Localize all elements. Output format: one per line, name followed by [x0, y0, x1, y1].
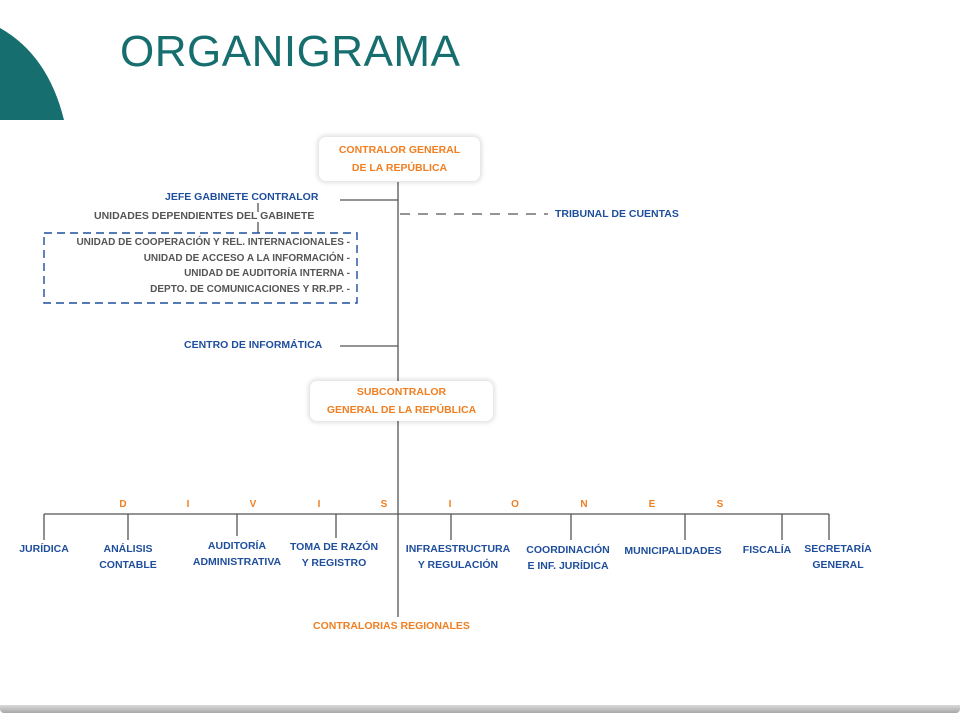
division-line1: JURÍDICA [19, 543, 69, 555]
subcontralor-line2: GENERAL DE LA REPÚBLICA [326, 404, 477, 416]
division-line1: INFRAESTRUCTURA [405, 543, 511, 555]
division-line2: ADMINISTRATIVA [192, 556, 282, 568]
tribunal-label: TRIBUNAL DE CUENTAS [555, 208, 679, 220]
divisiones-letter: O [511, 499, 519, 510]
division-line2: E INF. JURÍDICA [527, 560, 609, 572]
subcontralor-box: SUBCONTRALOR GENERAL DE LA REPÚBLICA [310, 381, 493, 421]
division-line1: COORDINACIÓN [526, 544, 610, 556]
divisiones-letter: D [119, 499, 127, 510]
division-fiscalia: FISCALÍA [735, 542, 799, 558]
division-auditoria-administrativa: AUDITORÍA ADMINISTRATIVA [182, 538, 292, 570]
division-juridica: JURÍDICA [4, 541, 84, 557]
division-infraestructura: INFRAESTRUCTURA Y REGULACIÓN [399, 541, 517, 573]
contralor-line2: DE LA REPÚBLICA [351, 162, 448, 174]
divisiones-letter: I [448, 499, 452, 510]
division-toma-de-razon: TOMA DE RAZÓN Y REGISTRO [279, 539, 389, 571]
divisiones-letter: I [186, 499, 190, 510]
centro-informatica-label: CENTRO DE INFORMÁTICA [184, 339, 323, 351]
unidad-item-1: UNIDAD DE COOPERACIÓN Y REL. INTERNACION… [76, 237, 350, 248]
divisiones-letter: S [716, 499, 724, 510]
division-municipalidades: MUNICIPALIDADES [616, 543, 730, 559]
corner-decoration [0, 28, 64, 120]
unidad-item-4: DEPTO. DE COMUNICACIONES Y RR.PP. - [150, 284, 350, 295]
unidad-item-3: UNIDAD DE AUDITORÍA INTERNA - [184, 268, 350, 279]
unidades-dependientes-label: UNIDADES DEPENDIENTES DEL GABINETE [94, 210, 315, 222]
division-line1: SECRETARÍA [804, 543, 872, 555]
division-line2: GENERAL [812, 559, 864, 571]
division-line1: MUNICIPALIDADES [624, 545, 722, 557]
division-line1: FISCALÍA [742, 544, 792, 556]
division-analisis-contable: ANÁLISIS CONTABLE [88, 541, 168, 573]
subcontralor-line1: SUBCONTRALOR [356, 386, 447, 398]
division-line2: Y REGISTRO [301, 557, 367, 569]
division-line2: Y REGULACIÓN [417, 559, 499, 571]
division-line1: ANÁLISIS [103, 543, 153, 555]
divisiones-letter: I [317, 499, 321, 510]
bottom-bar [0, 705, 960, 713]
contralor-general-box: CONTRALOR GENERAL DE LA REPÚBLICA [319, 137, 480, 181]
division-line2: CONTABLE [99, 559, 157, 571]
divisiones-letter: V [249, 499, 257, 510]
division-coordinacion: COORDINACIÓN E INF. JURÍDICA [518, 542, 618, 574]
contralor-line1: CONTRALOR GENERAL [338, 144, 461, 156]
contralorias-regionales-label: CONTRALORIAS REGIONALES [313, 620, 470, 632]
jefe-gabinete-label: JEFE GABINETE CONTRALOR [165, 191, 319, 203]
divisiones-letter: S [380, 499, 388, 510]
unidad-item-2: UNIDAD DE ACCESO A LA INFORMACIÓN - [143, 253, 350, 264]
page-title: ORGANIGRAMA [120, 27, 461, 76]
division-line1: TOMA DE RAZÓN [289, 541, 379, 553]
division-secretaria-general: SECRETARÍA GENERAL [796, 541, 880, 573]
divisiones-letter: E [648, 499, 656, 510]
division-line1: AUDITORÍA [207, 540, 267, 552]
divisiones-letter: N [580, 499, 588, 510]
